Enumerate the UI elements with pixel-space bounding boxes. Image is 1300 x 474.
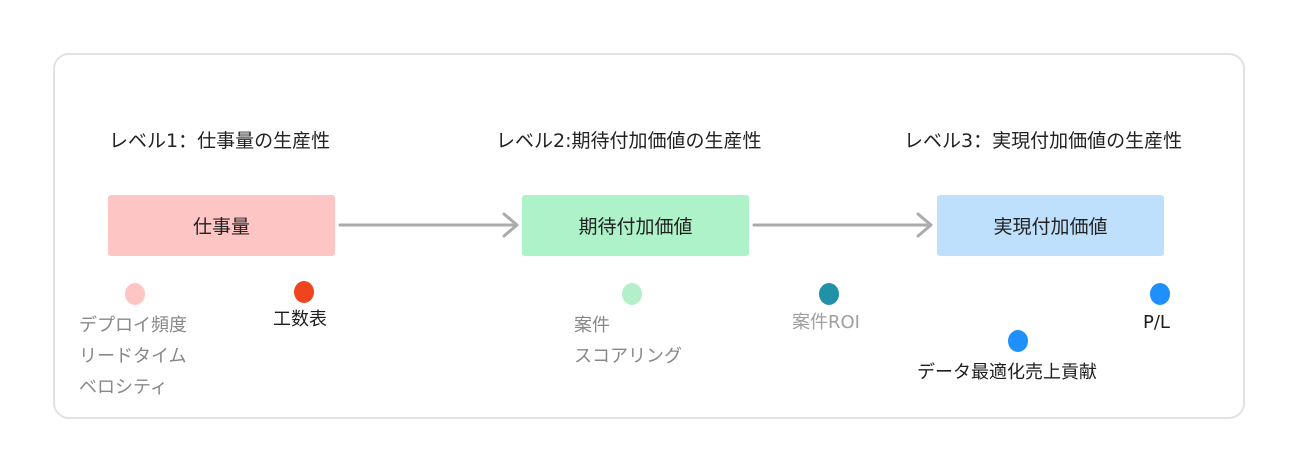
level-2-title: レベル2:期待付加価値の生産性 xyxy=(496,130,762,152)
data-optimization-label: データ最適化売上貢献 xyxy=(917,357,1097,388)
level-3-title: レベル3：実現付加価値の生産性 xyxy=(904,130,1183,152)
work-volume-box: 仕事量 xyxy=(108,195,335,256)
man-hours-dot xyxy=(294,281,314,303)
expected-value-box: 期待付加価値 xyxy=(522,195,749,256)
data-optimization-dot xyxy=(1008,330,1028,352)
lead-time-text: リードタイム xyxy=(79,346,187,367)
expected-value-box-label: 期待付加価値 xyxy=(578,216,693,238)
case-roi-dot xyxy=(819,283,839,305)
realized-value-box: 実現付加価値 xyxy=(937,195,1164,256)
data-optimization-text: データ最適化売上貢献 xyxy=(917,362,1097,383)
level-1-title: レベル1：仕事量の生産性 xyxy=(109,130,331,152)
deploy-metrics-dot xyxy=(125,283,145,305)
case-scoring-label: 案件 スコアリング xyxy=(574,310,682,372)
case-roi-text: 案件ROI xyxy=(792,312,860,333)
case-roi-label: 案件ROI xyxy=(792,307,860,338)
man-hours-text: 工数表 xyxy=(273,309,327,330)
arrow-right-icon xyxy=(338,212,519,238)
velocity-text: ベロシティ xyxy=(79,377,168,398)
pl-label: P/L xyxy=(1143,307,1170,338)
deploy-metrics-label: デプロイ頻度 リードタイム ベロシティ xyxy=(79,310,187,403)
pl-text: P/L xyxy=(1143,312,1170,333)
man-hours-label: 工数表 xyxy=(273,304,327,335)
case-text: 案件 xyxy=(574,315,610,336)
case-scoring-dot xyxy=(622,283,642,305)
pl-dot xyxy=(1150,283,1170,305)
realized-value-box-label: 実現付加価値 xyxy=(993,216,1108,238)
deploy-frequency-text: デプロイ頻度 xyxy=(79,315,187,336)
scoring-text: スコアリング xyxy=(574,346,682,367)
arrow-right-icon xyxy=(752,212,933,238)
work-volume-box-label: 仕事量 xyxy=(192,216,250,238)
